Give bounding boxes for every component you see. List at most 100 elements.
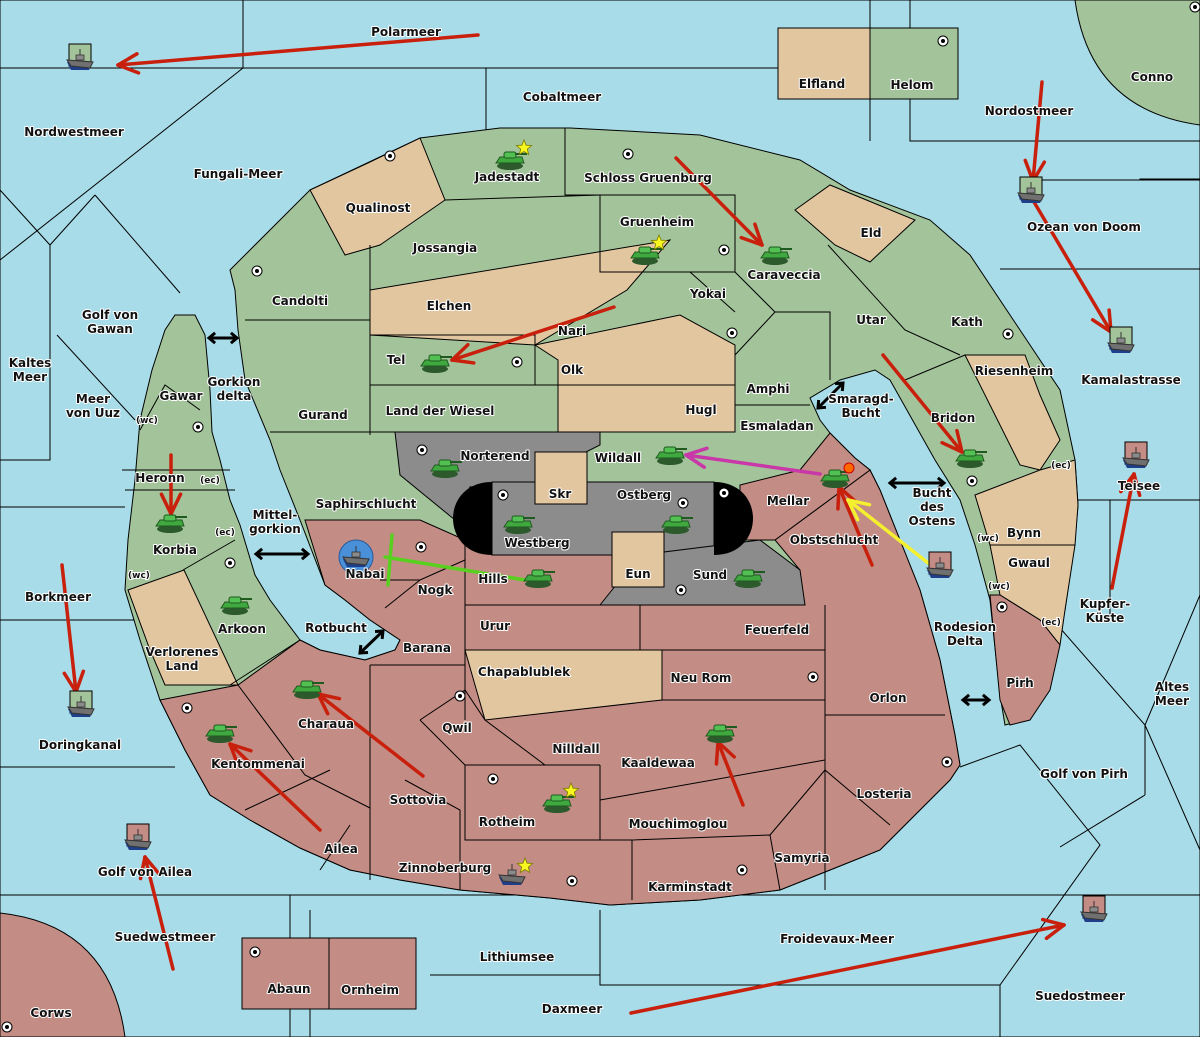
army-unit-mellar[interactable] bbox=[820, 462, 855, 488]
supply-center-icon bbox=[487, 773, 499, 785]
label-urur: Urur bbox=[480, 619, 510, 633]
army-unit-tel[interactable] bbox=[420, 354, 452, 373]
supply-center-icon bbox=[454, 690, 466, 702]
tank-icon bbox=[542, 799, 572, 807]
province-corws[interactable] bbox=[0, 912, 126, 1037]
army-unit-jadestadt[interactable] bbox=[495, 138, 533, 170]
label-wildall: Wildall bbox=[595, 451, 641, 465]
province-eun[interactable] bbox=[611, 531, 665, 588]
label-smaragd-bucht: Smaragd-Bucht bbox=[828, 392, 893, 420]
army-unit-gruenheim[interactable] bbox=[630, 233, 668, 265]
move-order-arrow bbox=[674, 156, 764, 247]
label-obstschlucht: Obstschlucht bbox=[790, 533, 879, 547]
tank-icon bbox=[155, 519, 185, 527]
label-losteria: Losteria bbox=[856, 787, 911, 801]
province-ornheim[interactable] bbox=[328, 937, 417, 1010]
label-daxmeer: Daxmeer bbox=[542, 1002, 603, 1016]
army-unit-charaua[interactable] bbox=[292, 680, 324, 699]
army-unit-westberg[interactable] bbox=[503, 515, 535, 534]
army-unit-norterend[interactable] bbox=[430, 459, 462, 478]
label-ailea: Ailea bbox=[324, 842, 358, 856]
army-unit-kaaldewaa[interactable] bbox=[705, 724, 737, 743]
tank-icon bbox=[705, 729, 735, 737]
province-verlorenes-land[interactable] bbox=[127, 569, 239, 686]
label-chapablublek: Chapablublek bbox=[478, 665, 571, 679]
province-eld[interactable] bbox=[794, 184, 916, 263]
support-order-arrow bbox=[684, 446, 822, 476]
move-order-arrow bbox=[836, 485, 874, 567]
label-jossangia: Jossangia bbox=[412, 241, 477, 255]
label-schloss-gruenburg: Schloss Gruenburg bbox=[584, 171, 712, 185]
army-unit-caraveccia[interactable] bbox=[760, 246, 792, 265]
coast-label: (wc) bbox=[977, 534, 999, 544]
tank-icon bbox=[292, 685, 322, 693]
fleet-unit-nordwestmeer[interactable] bbox=[66, 43, 94, 70]
ship-icon bbox=[124, 839, 152, 849]
army-unit-rotheim[interactable] bbox=[542, 781, 580, 813]
label-elfland: Elfland bbox=[799, 77, 845, 91]
star-icon bbox=[515, 138, 533, 156]
fleet-unit-suedostmeer[interactable] bbox=[1080, 895, 1108, 922]
fleet-unit-bucht-des-ostens[interactable] bbox=[926, 551, 954, 578]
label-kupfer-k-ste: Kupfer-Küste bbox=[1080, 597, 1130, 625]
fleet-unit-ozean-von-doom[interactable] bbox=[1017, 176, 1045, 203]
army-unit-bridon[interactable] bbox=[955, 449, 987, 468]
army-unit-wildall[interactable] bbox=[655, 446, 687, 465]
tank-icon bbox=[205, 729, 235, 737]
move-order-arrow bbox=[881, 353, 964, 454]
province-conno[interactable] bbox=[1074, 0, 1200, 126]
label-kath: Kath bbox=[951, 315, 983, 329]
supply-center-icon bbox=[1, 1021, 13, 1033]
tank-tread bbox=[822, 480, 848, 488]
label-neu-rom: Neu Rom bbox=[671, 671, 732, 685]
fleet-unit-teisee[interactable] bbox=[1122, 441, 1150, 468]
army-unit-ostberg[interactable] bbox=[661, 515, 693, 534]
label-qualinost: Qualinost bbox=[346, 201, 411, 215]
tank-icon bbox=[733, 574, 763, 582]
tank-icon bbox=[630, 251, 660, 259]
label-sund: Sund bbox=[693, 568, 727, 582]
tank-tread bbox=[432, 470, 458, 478]
province-skr[interactable] bbox=[534, 451, 588, 505]
fleet-unit-kamalastrasse[interactable] bbox=[1107, 326, 1135, 353]
label-zinnoberburg: Zinnoberburg bbox=[399, 861, 491, 875]
fleet-unit-nabai[interactable] bbox=[338, 539, 374, 575]
fleet-unit-zinnoberburg[interactable] bbox=[498, 856, 534, 885]
label-jadestadt: Jadestadt bbox=[474, 170, 540, 184]
province-pirh[interactable] bbox=[989, 594, 1061, 726]
army-unit-arkoon[interactable] bbox=[220, 596, 252, 615]
fleet-unit-doringkanal[interactable] bbox=[67, 690, 95, 717]
label-norterend: Norterend bbox=[460, 449, 529, 463]
fleet-unit-golf-von-ailea[interactable] bbox=[124, 823, 152, 850]
label-nabai: Nabai bbox=[346, 567, 385, 581]
province-elfland[interactable] bbox=[777, 27, 871, 100]
army-unit-hills[interactable] bbox=[523, 569, 555, 588]
supply-center-icon bbox=[224, 557, 236, 569]
label-hugl: Hugl bbox=[685, 403, 716, 417]
coast-label: (wc) bbox=[136, 416, 158, 426]
army-unit-kentommenai[interactable] bbox=[205, 724, 237, 743]
tank-icon bbox=[760, 251, 790, 259]
label-ostberg: Ostberg bbox=[617, 488, 671, 502]
label-suedostmeer: Suedostmeer bbox=[1035, 989, 1125, 1003]
star-icon bbox=[516, 856, 534, 874]
army-unit-korbia[interactable] bbox=[155, 514, 187, 533]
province-riesenheim[interactable] bbox=[964, 354, 1061, 471]
ship-icon bbox=[498, 874, 526, 884]
tank-icon bbox=[655, 451, 685, 459]
ship-icon bbox=[342, 556, 370, 566]
tank-tread bbox=[157, 525, 183, 533]
label-kentommenai: Kentommenai bbox=[211, 757, 305, 771]
tank-tread bbox=[497, 162, 523, 170]
coast-label: (ec) bbox=[215, 528, 235, 538]
army-unit-sund[interactable] bbox=[733, 569, 765, 588]
label-nilldall: Nilldall bbox=[552, 742, 599, 756]
tank-tread bbox=[957, 460, 983, 468]
label-golf-von-pirh: Golf von Pirh bbox=[1040, 767, 1128, 781]
